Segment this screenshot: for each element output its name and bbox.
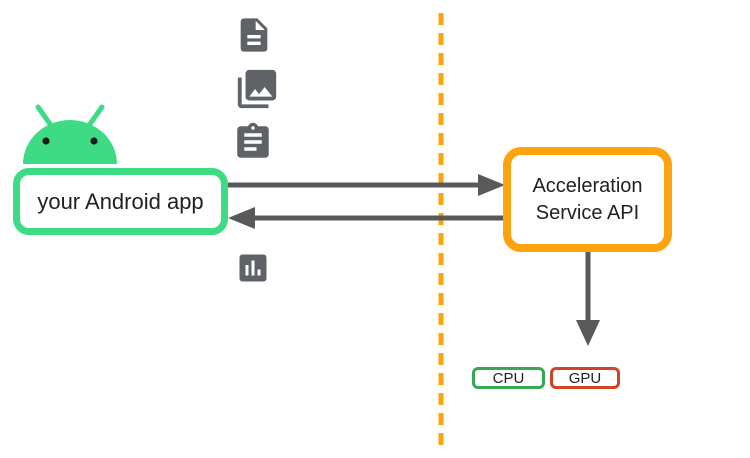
android-app-box: your Android app [13,168,228,235]
gpu-box: GPU [550,367,620,389]
arrow-api-to-hardware [576,250,600,346]
arrow-app-to-api [228,174,505,196]
photo-library-icon [234,66,280,112]
arrow-api-to-app [228,207,505,229]
bar-chart-icon [235,250,271,286]
cpu-box: CPU [472,367,545,389]
document-icon [234,15,274,55]
gpu-label: GPU [568,369,602,387]
acceleration-service-api-box: Acceleration Service API [503,147,672,252]
android-app-label: your Android app [37,188,204,214]
android-mascot-icon [23,104,117,164]
acceleration-service-api-label: Acceleration Service API [532,174,643,224]
clipboard-icon [232,121,274,163]
cpu-label: CPU [492,369,525,387]
